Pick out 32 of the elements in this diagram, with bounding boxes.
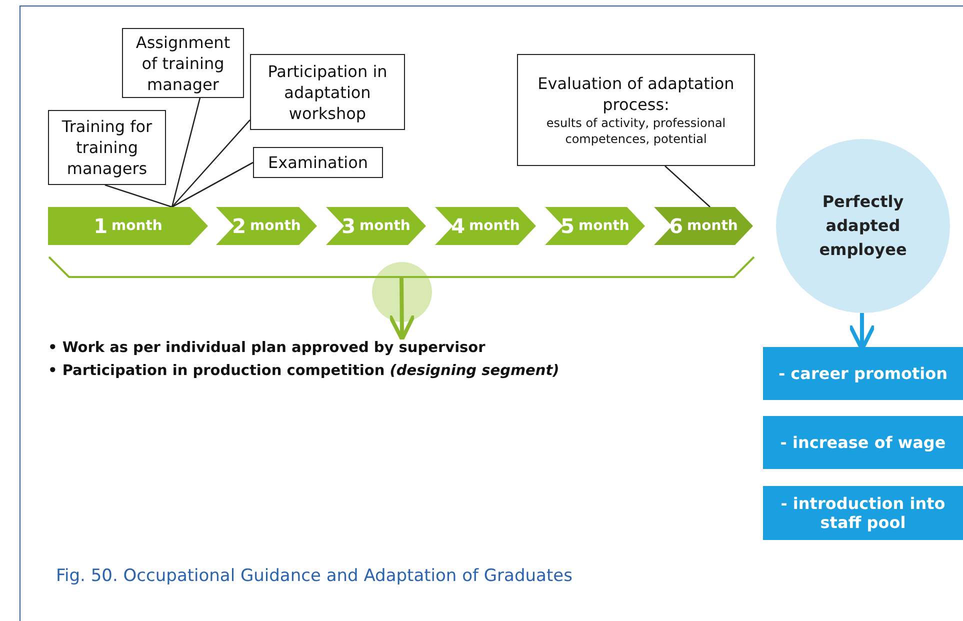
callout-box: Participation in adaptation workshop — [250, 54, 405, 130]
leader-line — [172, 162, 254, 208]
leader-line — [664, 166, 710, 208]
month-number: 4 — [451, 214, 466, 238]
outcome-box: - career promotion — [763, 347, 963, 400]
month-label: month — [578, 218, 630, 234]
figure-caption: Fig. 50. Occupational Guidance and Adaptation of Graduates — [56, 566, 572, 586]
outcome-box: - introduction into staff pool — [763, 486, 963, 540]
callout-box: Training for training managers — [48, 110, 166, 185]
month-label: month — [469, 218, 520, 234]
month-label: month — [250, 218, 301, 234]
arrow — [388, 278, 416, 342]
month-label: month — [112, 218, 162, 234]
outcome-box: - increase of wage — [763, 416, 963, 469]
leader-line — [172, 120, 250, 208]
month-number: 6 — [669, 214, 684, 238]
month-label: month — [360, 218, 410, 234]
callout-box: Examination — [253, 147, 383, 178]
month-label: month — [687, 218, 738, 234]
bullet-item: • Work as per individual plan approved by supervisor — [48, 339, 486, 358]
callout-text: esults of activity, professional competences, potential — [545, 115, 727, 147]
month-number: 3 — [342, 214, 356, 238]
circle-node: Perfectly adapted employee — [776, 139, 950, 313]
callout-box — [517, 54, 755, 166]
callout-box: Assignment of training manager — [122, 28, 244, 98]
month-number: 2 — [232, 214, 246, 238]
bullet-item: • Participation in production competition (designing segment) — [48, 362, 560, 381]
month-number: 5 — [560, 214, 575, 238]
leader-line — [104, 184, 172, 208]
month-number: 1 — [94, 214, 108, 238]
leader-line — [171, 98, 201, 208]
callout-heading: Evaluation of adaptation process: — [536, 73, 736, 115]
